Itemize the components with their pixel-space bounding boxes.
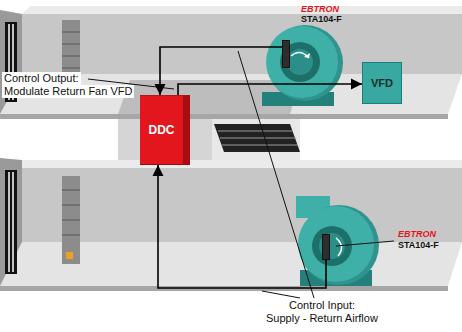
- upper-duct: [0, 6, 462, 119]
- illustration-part: [22, 6, 462, 14]
- ddc-controller: DDC: [140, 95, 190, 165]
- illustration-part: [267, 25, 343, 101]
- airflow-sensor: EBTRONSTA104-F: [282, 40, 290, 68]
- model-number: STA104-F: [301, 14, 342, 25]
- illustration-part: [336, 241, 394, 246]
- illustration-part: [62, 205, 80, 206]
- airflow-sensor: EBTRONSTA104-F: [322, 234, 330, 260]
- illustration-part: [212, 119, 300, 160]
- illustration-part: [62, 32, 80, 33]
- illustration-part: [62, 44, 80, 45]
- brand-name: EBTRON: [398, 229, 436, 240]
- illustration-part: [62, 56, 80, 57]
- illustration-part: [220, 138, 296, 139]
- illustration-part: [62, 176, 80, 264]
- callout-text: Control Output:: [2, 72, 81, 85]
- illustration-part: [238, 51, 314, 298]
- supply-fan: [296, 196, 379, 286]
- illustration-part: [22, 168, 462, 242]
- box-label: DDC: [149, 123, 175, 137]
- illustration-part: [62, 220, 80, 221]
- signal-arrow: [178, 84, 362, 95]
- box-label: VFD: [371, 77, 393, 89]
- illustration-part: [8, 172, 10, 272]
- signal-arrow: [158, 165, 326, 288]
- illustration-part: [262, 291, 300, 298]
- illustration-part: [62, 68, 80, 69]
- brand-name: EBTRON: [301, 4, 339, 15]
- callout-text: Control Input:: [287, 299, 357, 312]
- illustration-part: [62, 190, 80, 191]
- lower-duct: [0, 158, 462, 291]
- illustration-part: [5, 170, 17, 274]
- illustration-part: [336, 238, 342, 256]
- illustration-part: [12, 172, 14, 272]
- illustration-part: [0, 158, 22, 286]
- model-number: STA104-F: [398, 240, 439, 251]
- illustration-part: [62, 235, 80, 236]
- illustration-part: [222, 145, 298, 146]
- illustration-part: [299, 205, 379, 285]
- illustration-part: [291, 52, 309, 58]
- callout-text: Modulate Return Fan VFD: [2, 85, 134, 98]
- illustration-part: [214, 124, 300, 152]
- illustration-part: [287, 49, 313, 75]
- vfd-box: VFD: [362, 62, 402, 104]
- illustration-part: [0, 10, 22, 114]
- callout-text: Supply - Return Airflow: [264, 312, 380, 325]
- illustration-part: [304, 53, 310, 58]
- illustration-part: [66, 252, 73, 259]
- illustration-part: [0, 114, 448, 119]
- illustration-part: [218, 131, 293, 132]
- illustration-part: [312, 226, 352, 266]
- illustration-part: [22, 160, 462, 168]
- illustration-part: [266, 26, 338, 98]
- return-fan: [262, 25, 343, 106]
